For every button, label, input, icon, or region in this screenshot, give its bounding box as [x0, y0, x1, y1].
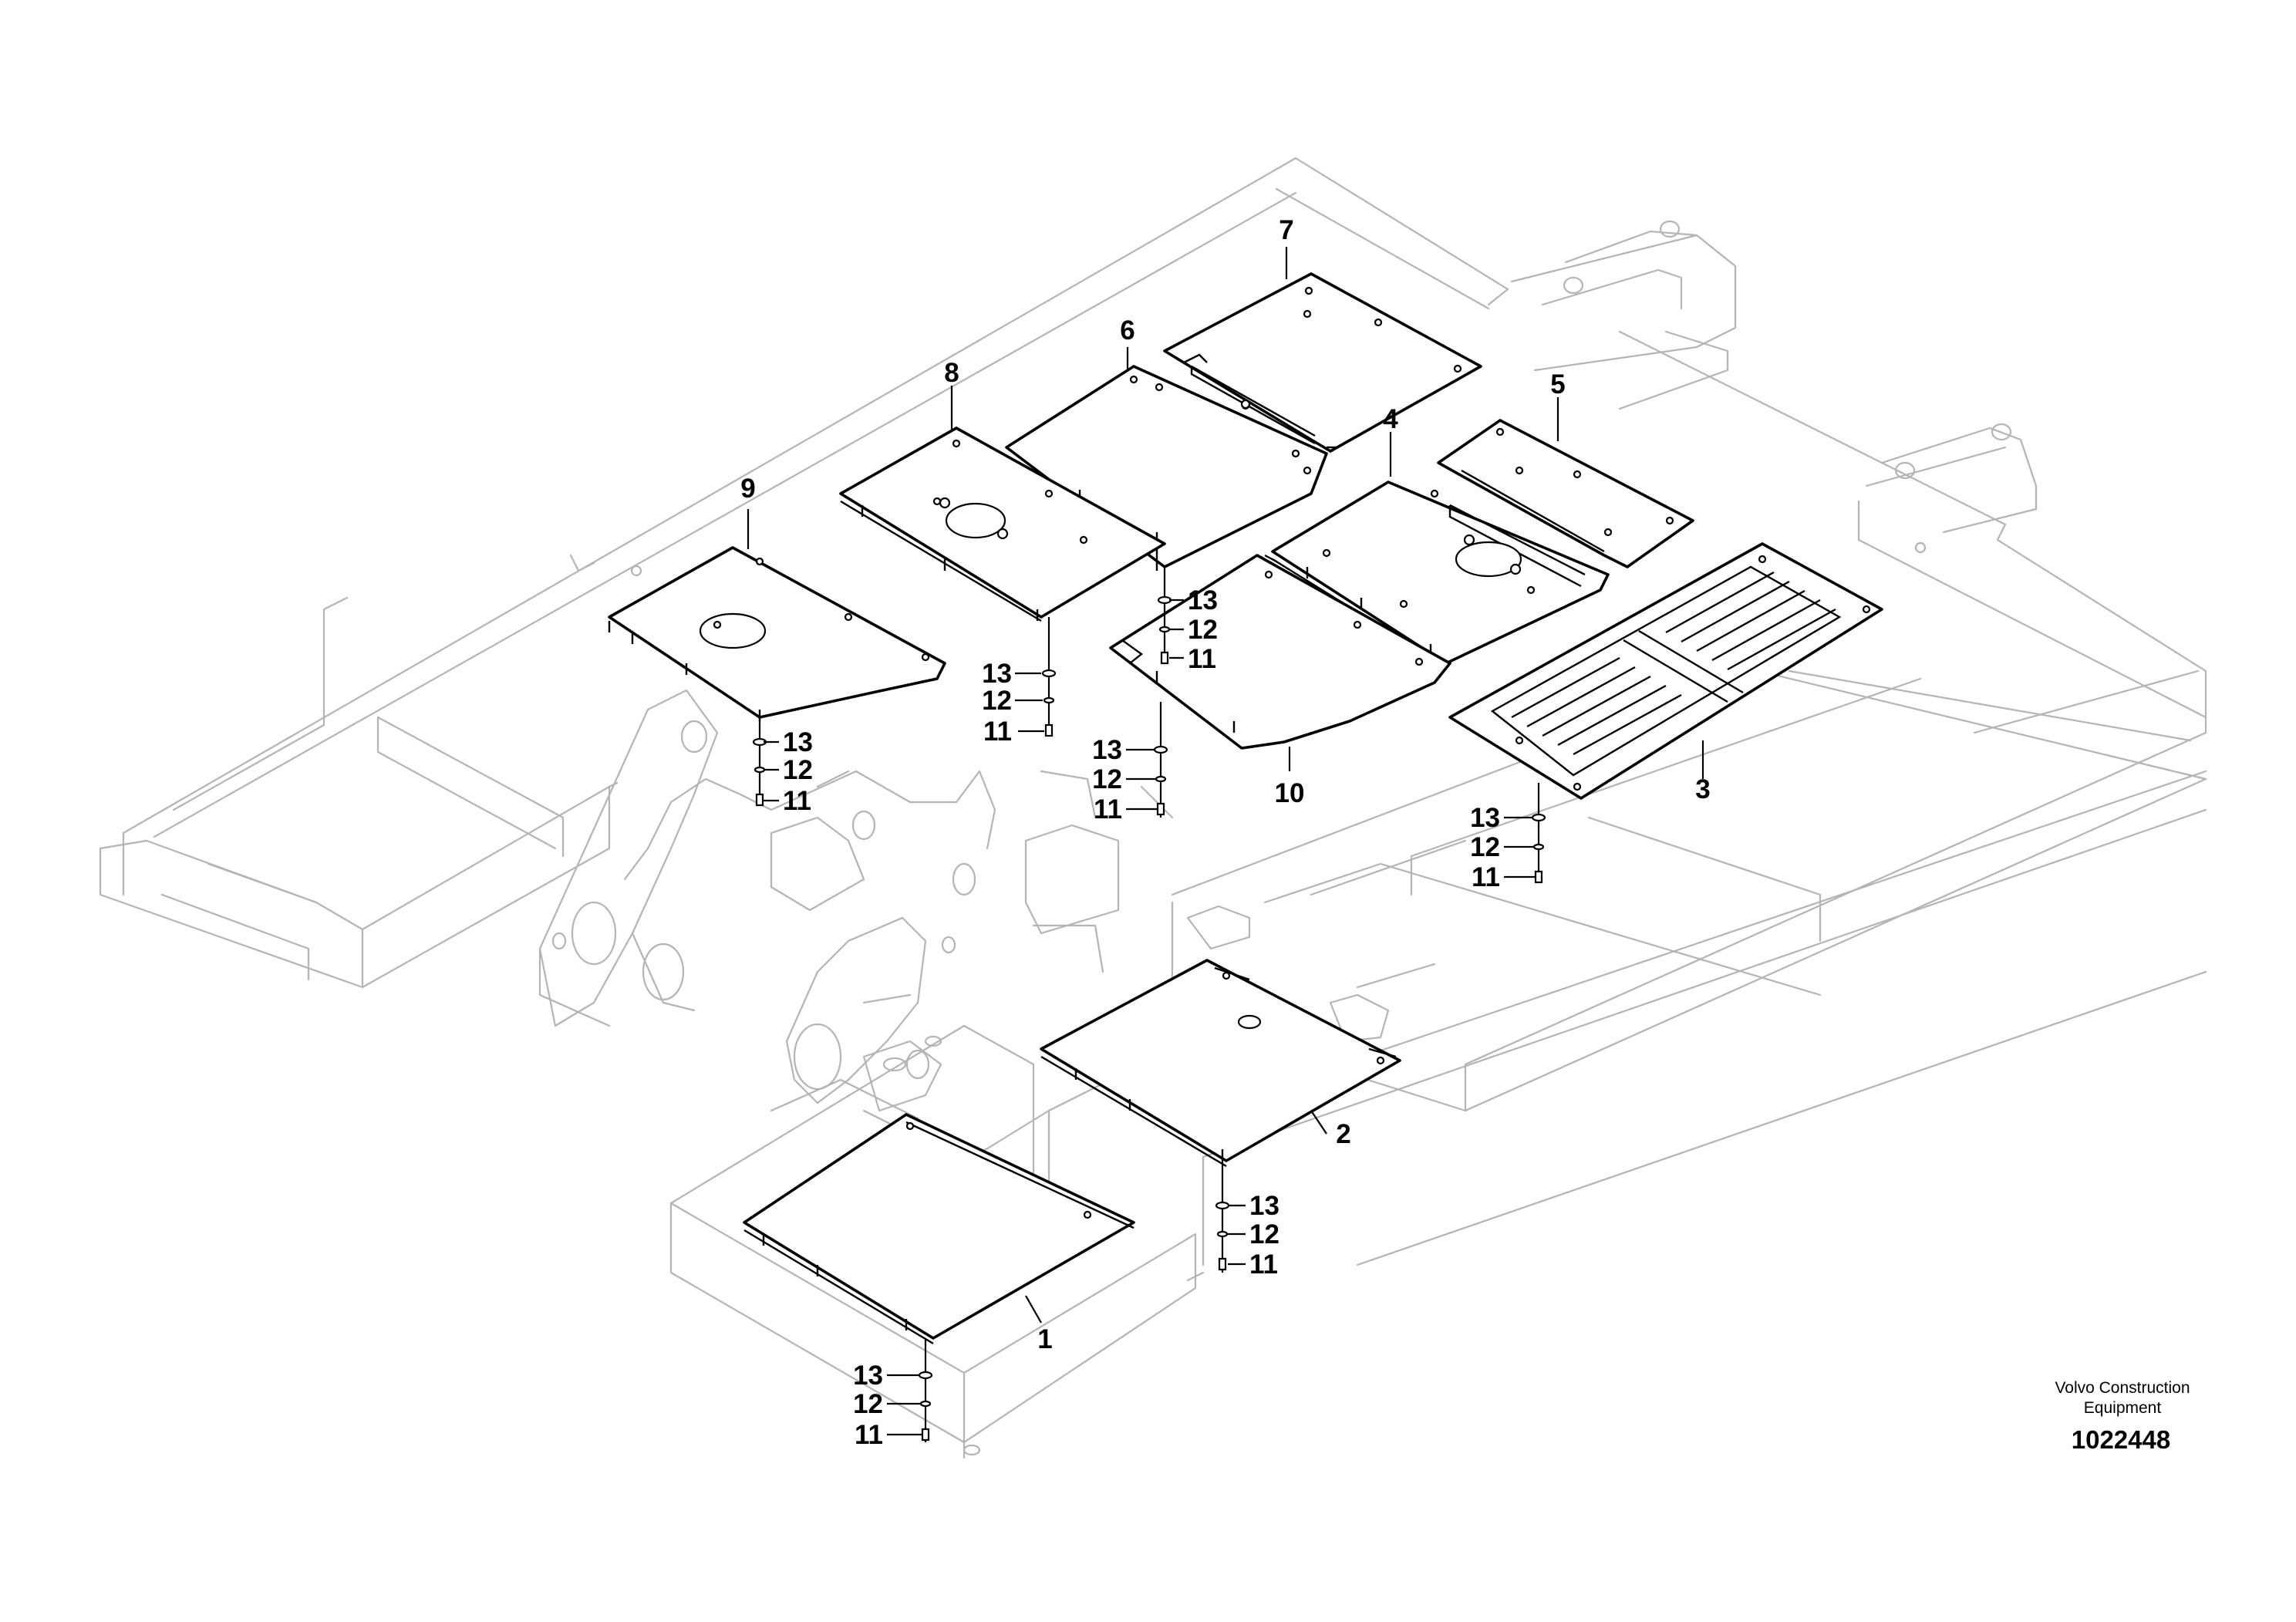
machine-frame	[99, 157, 2207, 1459]
callout-12: 12	[982, 686, 1012, 716]
callout-12: 12	[853, 1389, 883, 1419]
callout-11: 11	[1472, 862, 1500, 892]
cover-plate-9	[608, 546, 946, 721]
cover-plate-2	[1040, 959, 1401, 1168]
callout-13: 13	[853, 1361, 883, 1391]
callout-12: 12	[1249, 1219, 1279, 1249]
cover-plate-10	[1109, 554, 1451, 750]
callout-5: 5	[1550, 369, 1565, 400]
cover-plate-4	[1271, 481, 1610, 669]
callout-13: 13	[1249, 1191, 1279, 1221]
callout-11: 11	[1094, 794, 1122, 824]
callout-13: 13	[1092, 735, 1122, 765]
callout-7: 7	[1279, 215, 1293, 245]
callout-9: 9	[740, 474, 755, 504]
fastener-stacks	[752, 567, 1546, 1442]
callout-2: 2	[1336, 1119, 1350, 1149]
brand-name-line2: Equipment	[2084, 1399, 2162, 1417]
callout-12: 12	[1188, 615, 1218, 645]
grille-cover-3	[1448, 542, 1883, 800]
callout-1: 1	[1037, 1324, 1052, 1354]
callout-11: 11	[1188, 644, 1216, 674]
callout-12: 12	[1470, 832, 1500, 862]
cover-plate-7	[1163, 272, 1482, 453]
callout-3: 3	[1695, 774, 1710, 804]
callout-13: 13	[1188, 585, 1218, 615]
cover-plate-8	[839, 427, 1166, 622]
cover-plate-1	[743, 1113, 1135, 1345]
leader-lines	[747, 247, 1704, 1436]
callout-8: 8	[944, 358, 959, 388]
callout-4: 4	[1383, 404, 1398, 434]
grille-bars	[1511, 571, 1836, 756]
callout-12: 12	[1092, 764, 1122, 794]
callout-12: 12	[783, 755, 813, 785]
callout-11: 11	[1249, 1249, 1278, 1280]
document-number: 1022448	[2072, 1425, 2170, 1454]
callout-11: 11	[783, 786, 811, 816]
brand-name-line1: Volvo Construction	[2055, 1379, 2190, 1397]
callout-13: 13	[1470, 803, 1500, 833]
cover-plate-5	[1437, 419, 1694, 568]
callout-13: 13	[783, 727, 813, 757]
callout-10: 10	[1275, 778, 1305, 808]
callout-11: 11	[983, 717, 1012, 747]
callout-11: 11	[855, 1420, 883, 1450]
callout-13: 13	[982, 659, 1012, 689]
callout-labels: 7 6 8 9 5 4 3 10 2 1 13 12 11 13 12 11 1…	[740, 215, 1710, 1450]
callout-6: 6	[1120, 315, 1135, 346]
drawing-footer: Volvo Construction Equipment 1022448	[2055, 1379, 2190, 1454]
